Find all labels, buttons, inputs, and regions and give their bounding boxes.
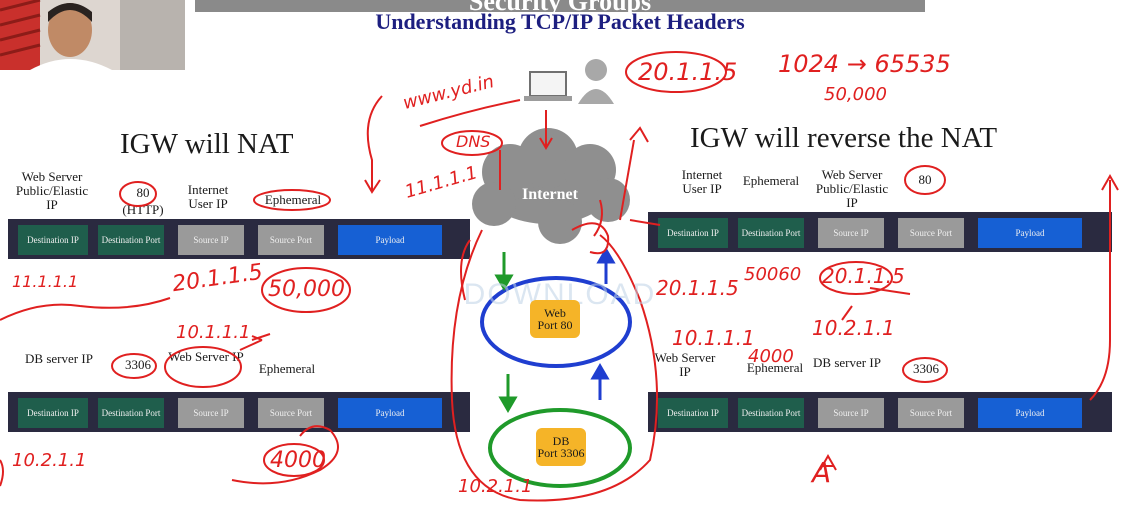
presenter-video	[0, 0, 185, 70]
handwritten-ip-user: 20.1.1.5	[638, 58, 738, 86]
cell-dest-port: Destination Port	[98, 225, 164, 255]
cell-source-ip: Source IP	[178, 398, 244, 428]
banner-title: Security Groups	[195, 0, 925, 12]
internet-cloud-icon	[472, 128, 630, 244]
handwritten-ip-102-right: 10.2.1.1	[812, 316, 895, 340]
label-web-server-public: Web Server Public/Elastic IP	[15, 169, 89, 212]
internet-label: Internet	[522, 186, 578, 203]
label-db-server-ip-right: DB server IP	[813, 355, 881, 370]
label-port-3306-right: 3306	[913, 361, 939, 376]
handwritten-ip-10-right: 10.1.1.1	[672, 326, 755, 350]
web-box-line2: Port 80	[537, 318, 573, 332]
cell-dest-ip: Destination IP	[658, 218, 728, 248]
label-ephemeral: Ephemeral	[264, 192, 322, 207]
handwritten-letter-a: A	[812, 456, 832, 489]
cell-payload: Payload	[338, 225, 442, 255]
web-subnet-ellipse	[480, 276, 632, 368]
cell-source-ip: Source IP	[178, 225, 244, 255]
label-internet-user-ip-right: Internet User IP	[681, 167, 723, 196]
handwritten-ip-10-left: 10.1.1.1	[176, 322, 251, 343]
cell-payload: Payload	[338, 398, 442, 428]
cell-dest-ip: Destination IP	[18, 225, 88, 255]
label-ephemeral-bottom: Ephemeral	[258, 361, 316, 376]
handwritten-dns: DNS	[456, 132, 491, 151]
up-arrow-icon	[590, 247, 616, 400]
label-port-80: 80	[136, 185, 150, 200]
cell-dest-port: Destination Port	[738, 218, 804, 248]
handwritten-ip-20-right: 20.1.1.5	[656, 276, 739, 300]
cell-dest-port: Destination Port	[98, 398, 164, 428]
label-db-server-ip: DB server IP	[25, 351, 93, 366]
db-box-line2: Port 3306	[537, 446, 585, 460]
handwritten-ip-10-bottom: 10.2.1.1	[12, 450, 87, 471]
cell-dest-port: Destination Port	[738, 398, 804, 428]
label-port-3306: 3306	[125, 357, 151, 372]
cell-source-port: Source Port	[258, 225, 324, 255]
cell-source-ip: Source IP	[818, 218, 884, 248]
web-box-line1: Web	[544, 306, 566, 320]
cell-source-port: Source Port	[258, 398, 324, 428]
packet-band-bottom-left: Destination IP Destination Port Source I…	[8, 392, 470, 432]
cell-dest-ip: Destination IP	[658, 398, 728, 428]
cell-payload: Payload	[978, 218, 1082, 248]
down-arrow-icon	[494, 252, 518, 413]
handwritten-port-range: 1024 → 65535	[778, 50, 951, 78]
db-box-line1: DB	[552, 434, 570, 448]
label-port-80-right: 80	[918, 172, 932, 187]
handwritten-ip-ro-right: 20.1.1.5	[822, 264, 905, 288]
handwritten-4000-left: 4000	[270, 448, 326, 473]
handwritten-50000-top: 50,000	[824, 84, 887, 105]
diagram-subtitle: Understanding TCP/IP Packet Headers	[375, 9, 745, 34]
handwritten-4000-right: 4000	[748, 346, 794, 367]
user-icon	[578, 59, 614, 104]
laptop-icon	[524, 71, 572, 101]
label-web-server-ip: Web Server IP	[168, 349, 244, 364]
cell-payload: Payload	[978, 398, 1082, 428]
cell-dest-ip: Destination IP	[18, 398, 88, 428]
cell-source-port: Source Port	[898, 218, 964, 248]
handwritten-ip-10-center: 10.2.1.1	[458, 476, 533, 497]
right-heading: IGW will reverse the NAT	[690, 122, 998, 154]
handwritten-50060-right: 50060	[744, 264, 802, 285]
cell-source-ip: Source IP	[818, 398, 884, 428]
red-annotation-strokes	[0, 51, 1119, 502]
handwritten-50000-left: 50,000	[268, 277, 345, 302]
presenter-image	[0, 0, 185, 70]
label-web-server-public-right: Web Server Public/Elastic IP	[815, 167, 889, 210]
db-subnet-ellipse	[488, 408, 632, 488]
label-web-server-ip-right: Web Server IP	[654, 350, 716, 379]
cell-source-port: Source Port	[898, 398, 964, 428]
left-heading: IGW will NAT	[120, 128, 294, 160]
packet-band-top-right: Destination IP Destination Port Source I…	[648, 212, 1112, 252]
packet-band-top-left: Destination IP Destination Port Source I…	[8, 219, 470, 259]
packet-band-bottom-right: Destination IP Destination Port Source I…	[648, 392, 1112, 432]
top-banner: Security Groups	[195, 0, 925, 12]
label-internet-user-ip: Internet User IP	[187, 182, 229, 211]
label-ephemeral-bottom-right: Ephemeral	[746, 360, 804, 375]
label-ephemeral-right: Ephemeral	[742, 173, 800, 188]
handwritten-ip-11-left: 11.1.1.1	[12, 272, 79, 291]
